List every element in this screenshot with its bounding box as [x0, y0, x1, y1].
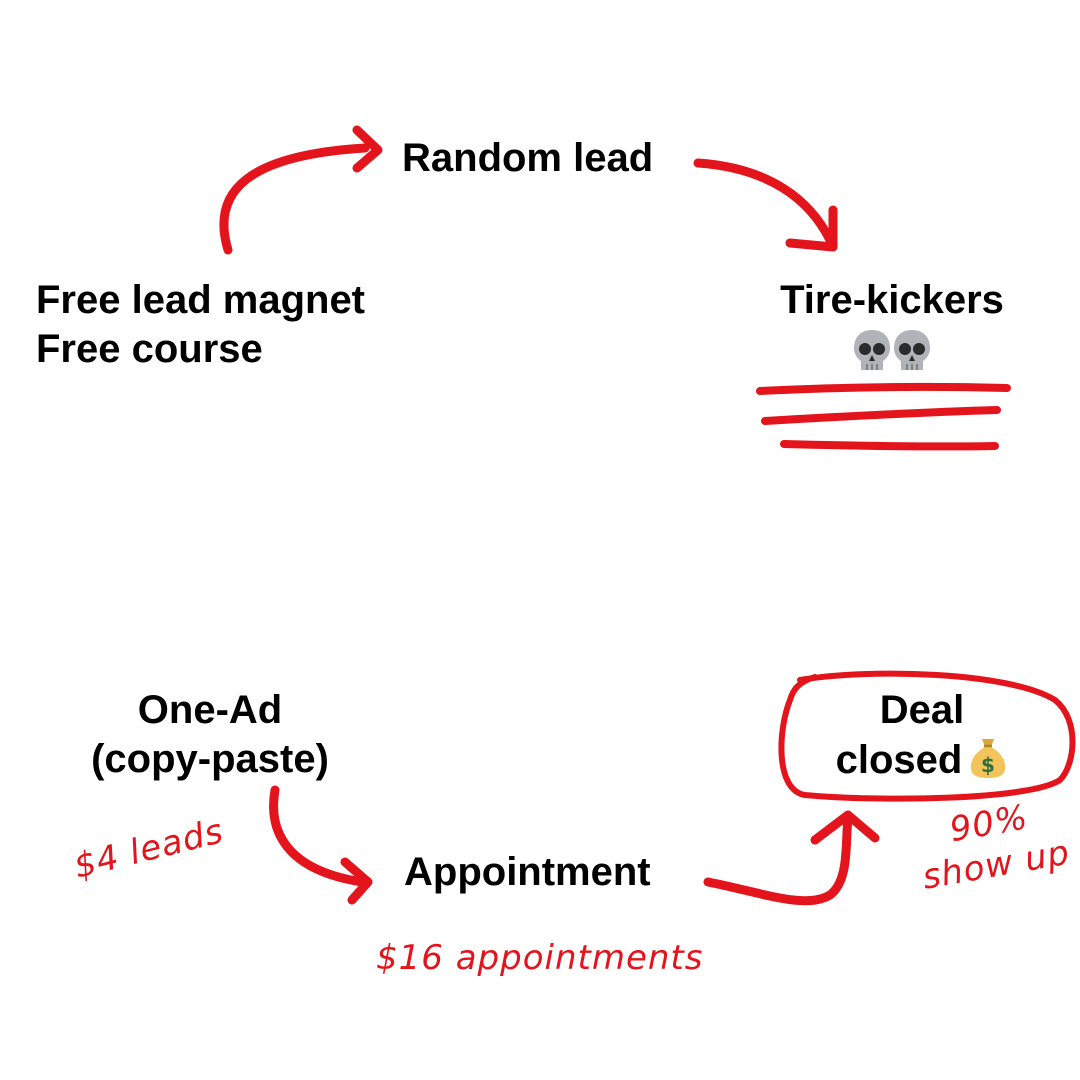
svg-text:$: $ — [981, 753, 995, 777]
node-deal-closed: Deal closed $ — [812, 686, 1032, 785]
skull-icon-group — [770, 325, 1014, 374]
money-bag-icon: $ — [971, 739, 1006, 778]
arrow-magnet-to-random-lead — [219, 143, 370, 255]
arrow-appointment-to-deal — [703, 815, 853, 906]
arrowhead-appointment — [340, 857, 373, 905]
node-appointment: Appointment — [404, 848, 651, 897]
node-free-lead-magnet-line1: Free lead magnet — [36, 278, 366, 322]
node-free-course-line2: Free course — [36, 327, 263, 371]
strike-line-3 — [780, 440, 999, 451]
node-copy-paste-line2: (copy-paste) — [91, 737, 329, 781]
deal-circle — [778, 670, 1076, 802]
node-closed-line2-group: closed $ — [812, 735, 1032, 785]
node-free-lead-magnet: Free lead magnet Free course — [36, 276, 365, 374]
arrowhead-random-lead — [352, 125, 383, 173]
node-closed-line2: closed — [835, 738, 963, 782]
strike-line-1 — [756, 383, 1011, 395]
arrow-one-ad-to-appointment — [269, 785, 367, 887]
arrowhead-tire-kickers — [785, 205, 838, 252]
arrowhead-deal — [810, 810, 880, 845]
marker-strokes — [219, 125, 1076, 906]
node-random-lead-label: Random lead — [402, 136, 654, 180]
node-random-lead: Random lead — [402, 134, 653, 183]
strike-line-2 — [761, 406, 1001, 425]
node-deal-line1: Deal — [879, 688, 965, 732]
node-tire-kickers: Tire-kickers — [770, 276, 1014, 374]
node-appointment-label: Appointment — [404, 850, 651, 894]
node-one-ad: One-Ad (copy-paste) — [70, 686, 350, 784]
node-one-ad-line1: One-Ad — [137, 688, 283, 732]
annotation-appointments-cost: $16 appointments — [376, 938, 704, 978]
arrow-random-lead-to-tire-kickers — [693, 158, 835, 245]
node-tire-kickers-label: Tire-kickers — [780, 278, 1004, 322]
skull-icon — [854, 330, 890, 371]
skull-icon — [894, 330, 930, 371]
